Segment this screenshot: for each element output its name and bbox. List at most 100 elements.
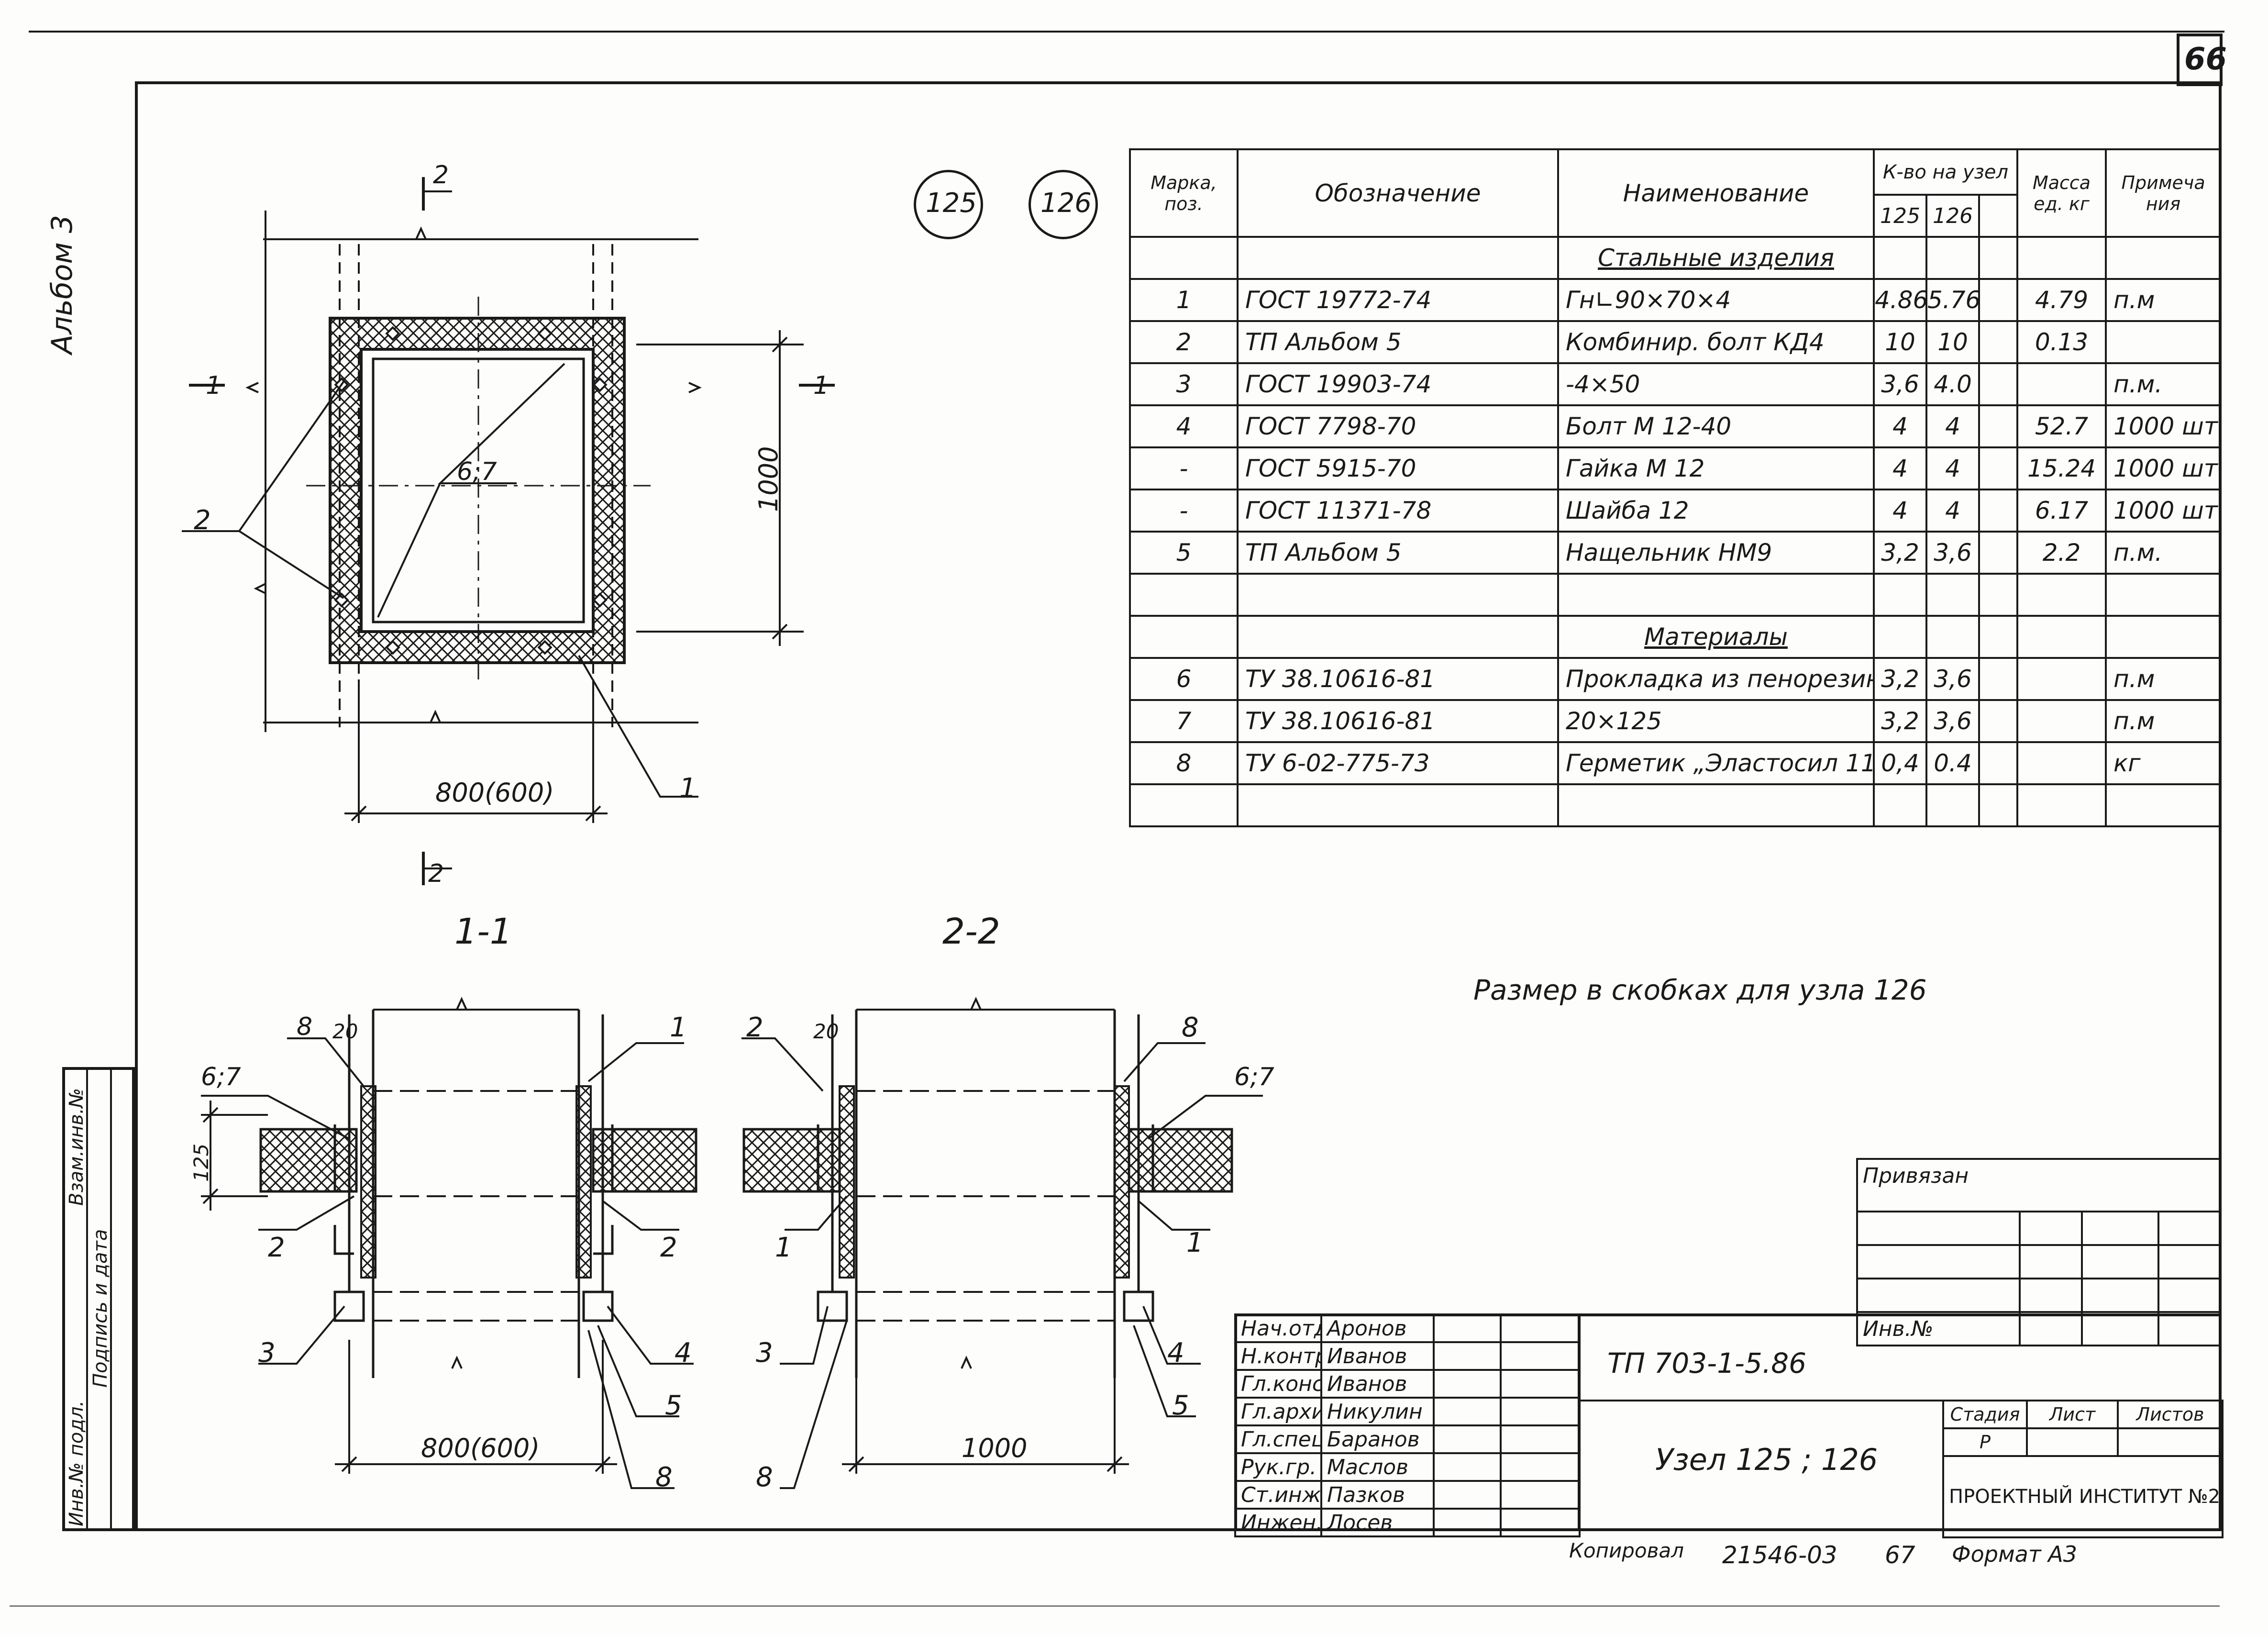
title-node: Узел 125 ; 126	[1655, 1442, 1878, 1477]
s1-label-3: 3	[258, 1337, 276, 1368]
title-stage-value: Р	[1942, 1427, 2028, 1457]
spec-group-row: Материалы	[1129, 615, 2222, 659]
title-person-sign	[1433, 1313, 1502, 1343]
footer-order: 21546-03	[1722, 1541, 1837, 1569]
spec-cell-name: Гн∟90×70×4	[1557, 278, 1875, 322]
node-125-label: 125	[926, 188, 977, 219]
spec-cell-mark: -	[1129, 489, 1239, 533]
s2-label-8-bottom: 8	[756, 1462, 773, 1493]
s1-label-2-left: 2	[268, 1232, 285, 1263]
spec-cell-name: Прокладка из пенорезины 20×60	[1557, 657, 1875, 701]
s1-label-1: 1	[670, 1012, 687, 1043]
bottom-trim-line	[10, 1605, 2220, 1607]
title-person-role: Рук.гр.	[1234, 1452, 1322, 1482]
footer-page: 67	[1885, 1541, 1915, 1569]
s1-label-125: 125	[189, 1143, 213, 1182]
footer-format: Формат А3	[1952, 1541, 2077, 1567]
title-person-sign	[1433, 1341, 1502, 1371]
spec-cell-mass: 52.7	[2016, 404, 2107, 448]
spec-cell-q125: 10	[1873, 320, 1927, 364]
spec-cell-q125: 4	[1873, 404, 1927, 448]
s1-dim-width: 800(600)	[421, 1433, 540, 1463]
spec-group-materials: Материалы	[1557, 615, 1875, 659]
s2-label-1-right: 1	[1186, 1227, 1204, 1258]
spec-cell-note	[2105, 320, 2222, 364]
node-126-label: 126	[1040, 188, 1092, 219]
spec-cell-mark: 5	[1129, 531, 1239, 575]
spec-blank-row	[1129, 573, 2222, 617]
spec-header-125: 125	[1873, 194, 1927, 238]
spec-cell-note: 1000 шт.	[2105, 446, 2222, 490]
s1-label-8: 8	[297, 1012, 313, 1041]
plan-leader-2: 2	[194, 505, 211, 536]
spec-cell-note: 1000 шт.	[2105, 489, 2222, 533]
spec-cell-q126: 5.76	[1925, 278, 1980, 322]
plan-leader-67: 6;7	[457, 457, 497, 486]
spec-cell-q125: 4	[1873, 446, 1927, 490]
spec-cell-mass	[2016, 741, 2107, 785]
spec-cell-mark: 6	[1129, 657, 1239, 701]
s1-label-67: 6;7	[201, 1063, 241, 1091]
s1-label-4: 4	[675, 1337, 692, 1368]
title-stage-block: Стадия Лист Листов Р ПРОЕКТНЫЙ ИНСТИТУТ …	[1942, 1400, 2224, 1538]
title-person-name: Лосев	[1320, 1508, 1435, 1537]
spec-cell-designation: ГОСТ 19903-74	[1237, 362, 1559, 406]
section-2-title: 2-2	[942, 911, 1000, 952]
spec-cell-mass: 4.79	[2016, 278, 2107, 322]
title-person-name: Никулин	[1320, 1397, 1435, 1426]
spec-cell-q126: 3,6	[1925, 531, 1980, 575]
spec-cell-mark: 3	[1129, 362, 1239, 406]
plan-dim-width: 800(600)	[435, 778, 554, 808]
spec-cell-empty	[1978, 741, 2019, 785]
title-person-role: Гл.спец.	[1234, 1424, 1322, 1454]
spec-cell-q125: 3,2	[1873, 531, 1927, 575]
spec-cell-empty	[1978, 531, 2019, 575]
spec-cell-q125: 4	[1873, 489, 1927, 533]
spec-cell-q126: 4	[1925, 489, 1980, 533]
spec-cell-name: Гайка М 12	[1557, 446, 1875, 490]
spec-header-empty	[1978, 194, 2019, 238]
spec-table: Марка, поз. Обозначение Наименование К-в…	[1129, 148, 2222, 827]
s1-label-8-bottom: 8	[655, 1462, 673, 1493]
title-divider	[1578, 1400, 2222, 1401]
s2-label-1-left: 1	[775, 1232, 792, 1263]
title-person-sign	[1433, 1452, 1502, 1482]
spec-cell-q126: 4.0	[1925, 362, 1980, 406]
spec-cell-empty	[1978, 657, 2019, 701]
s2-label-3: 3	[756, 1337, 773, 1368]
spec-cell-note: п.м.	[2105, 531, 2222, 575]
spec-cell-designation: ТУ 6-02-775-73	[1237, 741, 1559, 785]
spec-cell-mark: 4	[1129, 404, 1239, 448]
s2-dim-width: 1000	[962, 1433, 1028, 1463]
spec-cell-empty	[1978, 404, 2019, 448]
spec-header-name: Наименование	[1557, 148, 1875, 238]
spec-cell-empty	[1978, 699, 2019, 743]
spec-cell-note: кг	[2105, 741, 2222, 785]
spec-cell-note: п.м	[2105, 278, 2222, 322]
title-person-role: Гл.архит.	[1234, 1397, 1322, 1426]
binding-block: Привязан Инв.№	[1856, 1158, 2222, 1346]
s2-label-5: 5	[1172, 1390, 1189, 1421]
spec-cell-q126: 10	[1925, 320, 1980, 364]
spec-cell-mass: 15.24	[2016, 446, 2107, 490]
s2-label-8: 8	[1182, 1012, 1199, 1043]
spec-cell-designation: ТУ 38.10616-81	[1237, 699, 1559, 743]
spec-cell-name: Нащельник НМ9	[1557, 531, 1875, 575]
title-person-role: Инжен.	[1234, 1508, 1322, 1537]
title-person-date	[1500, 1452, 1581, 1482]
spec-cell-mass: 0.13	[2016, 320, 2107, 364]
top-border-line	[29, 31, 2224, 33]
spec-cell-mark: 7	[1129, 699, 1239, 743]
spec-cell-designation: ГОСТ 7798-70	[1237, 404, 1559, 448]
side-stamp-divider	[110, 1067, 112, 1531]
s1-label-5: 5	[665, 1390, 682, 1421]
spec-cell-q126: 3,6	[1925, 699, 1980, 743]
spec-blank-row	[1129, 783, 2222, 827]
